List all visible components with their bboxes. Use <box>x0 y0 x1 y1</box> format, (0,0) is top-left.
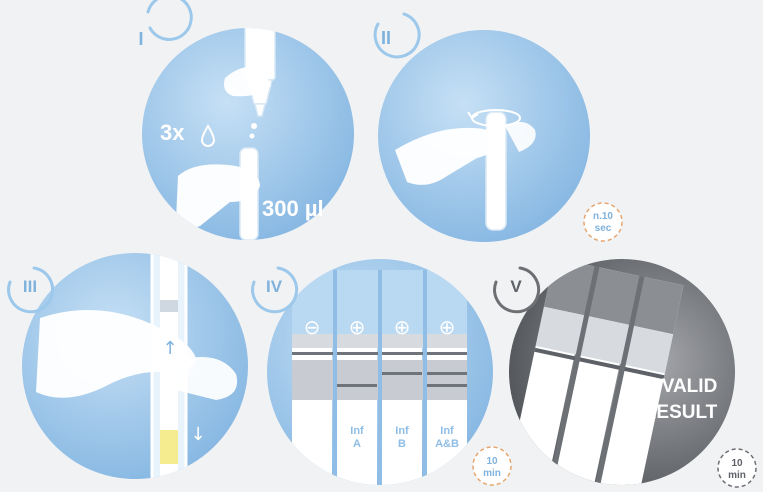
sample-pad <box>160 430 178 464</box>
control-symbol: ⊖ <box>304 315 321 339</box>
step-2: II n.10 sec <box>375 14 622 242</box>
step-3: ↑ ↓ III <box>9 248 248 484</box>
step-1-numeral: I <box>138 29 143 49</box>
strip-label-b-line1: Inf <box>395 425 409 437</box>
step-5-numeral: V <box>510 277 522 296</box>
strip-label-ab-line1: Inf <box>440 425 454 437</box>
step-4-numeral: IV <box>266 277 283 296</box>
result-line2: RESULT <box>643 402 718 423</box>
result-line1: INVALID <box>643 376 718 397</box>
strip-symbol-b: ⊕ <box>394 315 411 339</box>
timer-value: 10 <box>486 456 498 467</box>
step-4: ⊖ ⊕ ⊕ ⊕ Inf A Inf B Inf A&B IV 10 min <box>253 259 511 490</box>
arrow-down-icon: ↓ <box>190 424 205 445</box>
step-3-numeral: III <box>23 277 37 296</box>
timer-value: 10 <box>731 458 743 469</box>
strip-symbol-a: ⊕ <box>349 315 366 339</box>
timer-value: n.10 <box>593 211 613 222</box>
test-strips <box>292 270 467 490</box>
strip-label-a-line1: Inf <box>350 425 364 437</box>
step-1-ring <box>148 0 191 39</box>
drop-count-label: 3x <box>160 120 185 145</box>
step-5: V INVALID RESULT 10 min <box>495 258 756 492</box>
strip-label-a-line2: A <box>353 438 361 450</box>
volume-label: 300 µl <box>262 196 324 221</box>
step-1: I 3x 300 µl <box>138 0 354 240</box>
strip-symbol-ab: ⊕ <box>439 315 456 339</box>
strip-label-ab-line2: A&B <box>435 438 459 450</box>
timer-unit: min <box>483 468 501 479</box>
strip-label-b-line2: B <box>398 438 406 450</box>
arrow-up-icon: ↑ <box>162 338 177 359</box>
step-2-numeral: II <box>381 28 391 48</box>
tube-icon <box>486 112 506 230</box>
timer-icon <box>584 203 622 241</box>
timer-unit: min <box>728 470 746 481</box>
timer-unit: sec <box>595 223 612 234</box>
